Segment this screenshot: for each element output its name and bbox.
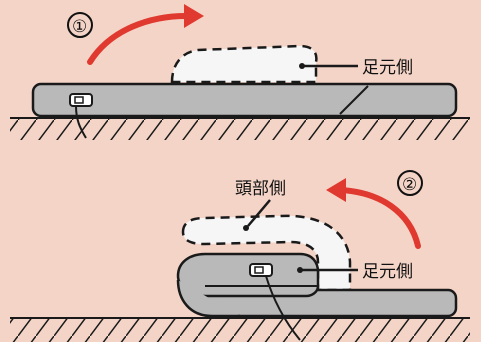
step-2-number-circle xyxy=(397,170,423,196)
fold-arrow-1 xyxy=(87,12,193,65)
pad-2-fold xyxy=(176,252,320,298)
cord-1 xyxy=(75,105,87,139)
fold-arrowhead-1 xyxy=(184,4,204,28)
controller-1 xyxy=(69,93,93,107)
foot-side-dot-2 xyxy=(297,267,303,273)
dashed-fold-outline-1 xyxy=(170,44,318,84)
controller-2 xyxy=(249,263,273,277)
step-1-number: ① xyxy=(72,17,87,37)
step-1-number-circle xyxy=(67,12,93,38)
step-2-number: ② xyxy=(402,175,417,195)
foot-side-dot-1 xyxy=(299,63,305,69)
head-side-leader-2 xyxy=(247,199,271,227)
foot-side-label-2: 足元側 xyxy=(362,262,413,282)
pad-2-fold-bottom xyxy=(176,279,240,318)
controller-1-button xyxy=(74,96,84,104)
step-1: ① 足元側 xyxy=(10,4,470,140)
pad-seam-1 xyxy=(339,85,369,115)
floor-hatch-2 xyxy=(10,318,470,342)
controller-2-button xyxy=(254,266,264,274)
foot-side-label-1: 足元側 xyxy=(362,58,413,78)
fold-arrowhead-2 xyxy=(326,178,346,202)
pad-1 xyxy=(31,82,458,118)
cord-2 xyxy=(265,275,301,341)
dashed-fold-outline-2 xyxy=(181,214,352,292)
head-side-dot-2 xyxy=(243,225,249,231)
step-2: ② 頭部側 足元側 xyxy=(10,170,470,342)
fold-arrow-2 xyxy=(337,187,421,249)
head-side-label-2: 頭部側 xyxy=(235,179,286,199)
floor-hatch-1 xyxy=(10,118,470,140)
